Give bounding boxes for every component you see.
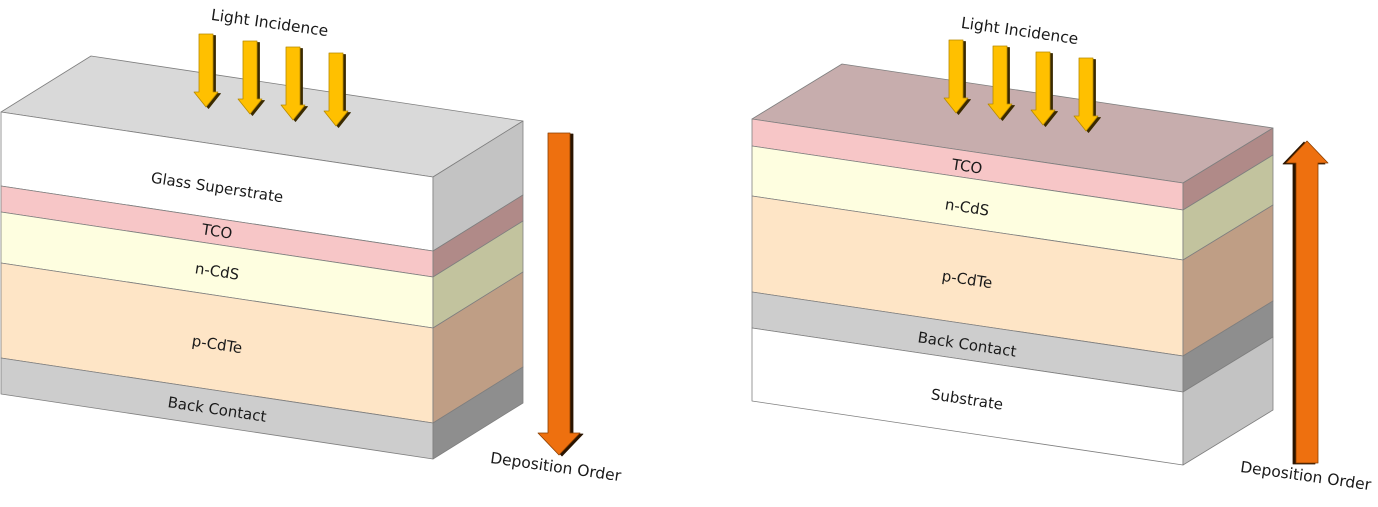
deposition-arrow-icon xyxy=(1285,140,1329,464)
deposition-order-arrow xyxy=(537,132,584,457)
light-arrow-icon xyxy=(1030,51,1056,126)
deposition-arrow-icon xyxy=(537,132,581,456)
deposition-order-label: Deposition Order xyxy=(489,449,623,485)
light-arrow-icon xyxy=(987,45,1013,120)
light-arrow-icon xyxy=(323,52,349,127)
light-incidence-arrows xyxy=(193,33,351,128)
light-arrow-icon xyxy=(237,40,263,115)
light-arrow-icon xyxy=(193,33,219,108)
layer-side-substrate xyxy=(1182,336,1274,466)
deposition-order-arrow xyxy=(1282,140,1329,465)
layer-label-tco: TCO xyxy=(200,220,234,242)
layer-label-tco: TCO xyxy=(950,155,984,177)
light-incidence-label: Light Incidence xyxy=(210,6,329,40)
light-incidence-label: Light Incidence xyxy=(960,14,1079,48)
light-arrow-icon xyxy=(280,46,306,121)
layer-stack-3d xyxy=(0,55,524,460)
layer-side-back-contact xyxy=(432,366,524,460)
light-arrow-icon xyxy=(1073,57,1099,132)
light-arrow-icon xyxy=(943,39,969,114)
layer-stack-3d xyxy=(751,63,1274,466)
light-incidence-arrows xyxy=(943,39,1101,133)
